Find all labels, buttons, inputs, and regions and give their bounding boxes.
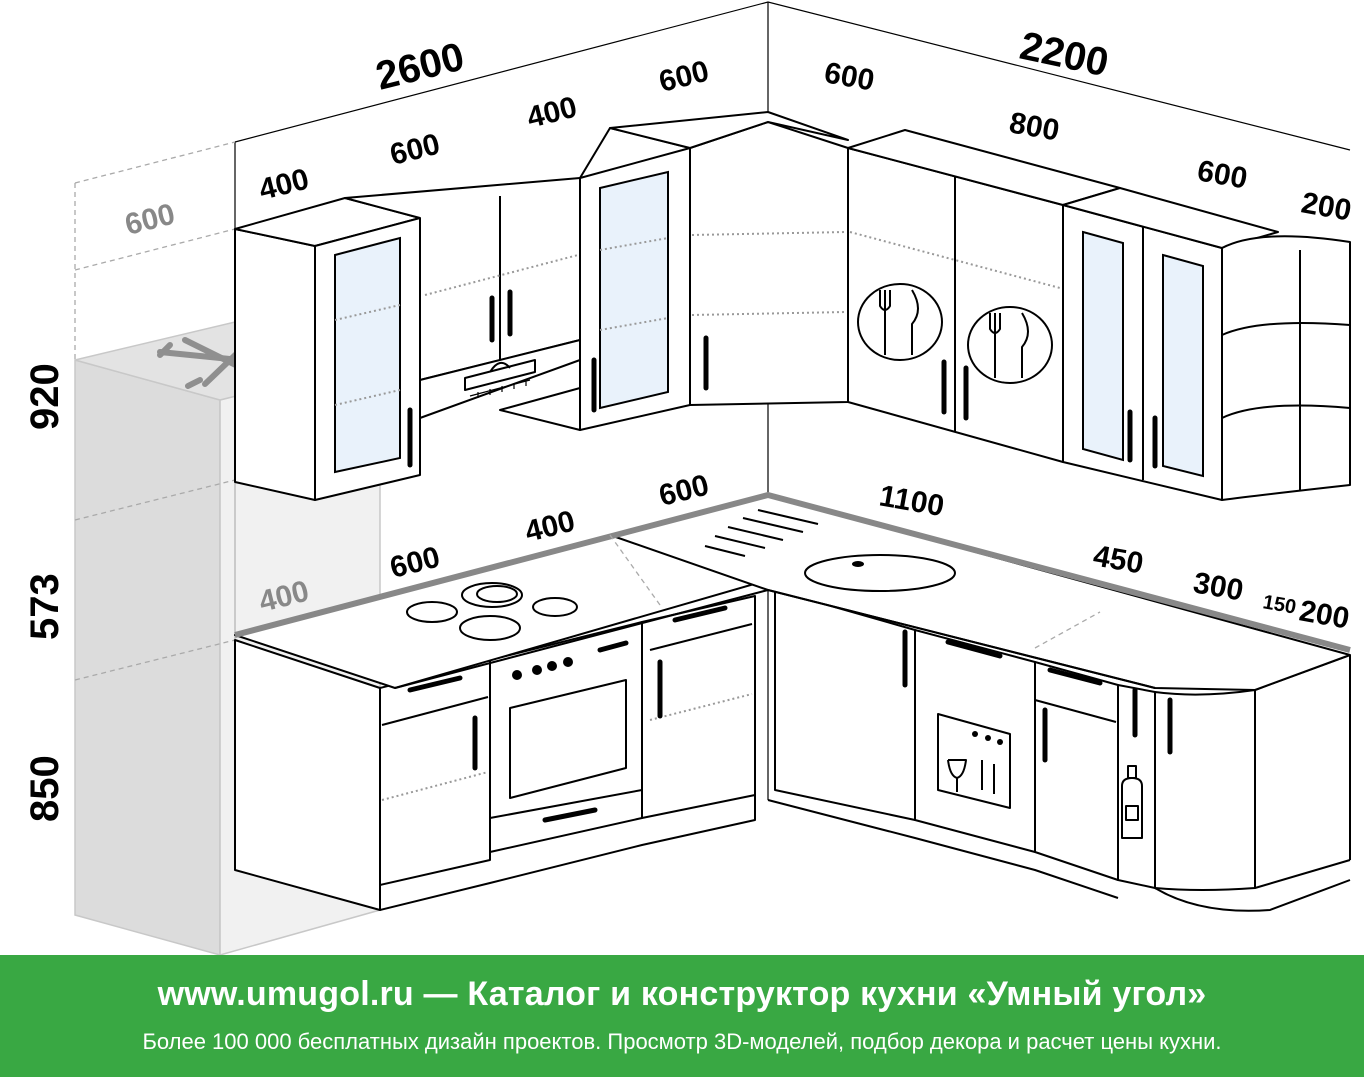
countertop [234, 492, 1351, 691]
upper-left-dim: 600 [656, 55, 713, 99]
cutlery-icon [857, 283, 943, 361]
base-right-dim: 200 [1297, 594, 1352, 635]
upper-left-dim: 400 [256, 163, 313, 207]
upper-right-dim: 600 [1195, 154, 1250, 195]
total-width-left: 2600 [372, 35, 469, 99]
hob-icon [406, 582, 578, 641]
footer-title[interactable]: www.umugol.ru — Каталог и конструктор ку… [157, 975, 1207, 1013]
base-left-dim: 600 [656, 469, 713, 513]
base-right-dim: 150 [1261, 591, 1298, 618]
total-width-right: 2200 [1016, 24, 1112, 86]
height-base-dim: 850 [23, 755, 67, 822]
base-right-dim: 450 [1091, 539, 1146, 580]
fridge-depth-dim: 600 [122, 198, 179, 242]
base-left-dim: 600 [387, 541, 444, 585]
footer-banner: www.umugol.ru — Каталог и конструктор ку… [0, 955, 1364, 1077]
base-cabinets [234, 589, 1351, 912]
cutlery-icon [967, 306, 1053, 384]
dishwasher-icon [937, 713, 1011, 809]
base-right-dim: 300 [1191, 566, 1246, 607]
cooker-hood-icon [464, 359, 536, 398]
upper-right-dim: 800 [1007, 106, 1062, 147]
upper-left-dim: 600 [387, 128, 444, 172]
base-left-dim: 400 [522, 505, 579, 549]
kitchen-drawing: 2600 2200 400 600 400 600 600 800 600 20… [23, 1, 1354, 955]
upper-cabinets-right [847, 129, 1351, 501]
upper-right-dim: 200 [1299, 186, 1354, 227]
base-right-dim: 1100 [877, 479, 947, 523]
sink-icon [704, 509, 956, 592]
oven-icon [489, 621, 643, 853]
height-upper-dim: 920 [23, 363, 67, 430]
upper-cabinets-left [234, 111, 849, 501]
bottle-icon [1121, 765, 1143, 839]
upper-right-dim: 600 [822, 56, 877, 97]
footer-subtitle: Более 100 000 бесплатных дизайн проектов… [142, 1029, 1222, 1054]
upper-left-dim: 400 [524, 91, 581, 135]
height-backsplash-dim: 573 [23, 573, 67, 640]
